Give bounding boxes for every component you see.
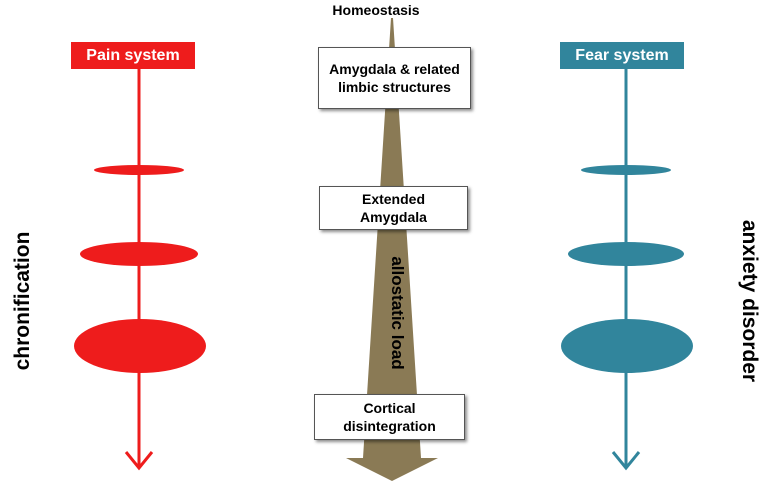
homeostasis-label: Homeostasis — [332, 2, 420, 18]
pain-ellipse-small — [94, 165, 184, 175]
stage-label-extended-amygdala: Extended Amygdala — [360, 191, 427, 225]
chronification-label: chronification — [11, 231, 34, 371]
allostatic-load-arrow — [346, 18, 438, 481]
fear-ellipse-small — [581, 165, 671, 175]
pain-system-axis — [74, 69, 206, 471]
stage-label-amygdala: Amygdala & related limbic structures — [329, 61, 460, 95]
allostatic-load-label: allostatic load — [388, 256, 407, 370]
pain-system-label: Pain system — [71, 42, 195, 69]
stage-box-cortical-disintegration: Cortical disintegration — [314, 394, 465, 440]
fear-system-label: Fear system — [560, 42, 684, 69]
stage-label-cortical-disintegration: Cortical disintegration — [343, 400, 436, 434]
fear-ellipse-large — [561, 319, 693, 373]
fear-ellipse-medium — [568, 242, 684, 266]
pain-ellipse-medium — [80, 242, 198, 266]
stage-box-extended-amygdala: Extended Amygdala — [319, 186, 468, 230]
fear-arrowhead — [611, 451, 641, 471]
stage-box-amygdala: Amygdala & related limbic structures — [318, 47, 471, 109]
fear-system-axis — [561, 69, 693, 471]
anxiety-disorder-label: anxiety disorder — [738, 219, 761, 383]
pain-arrowhead — [124, 451, 154, 471]
pain-ellipse-large — [74, 319, 206, 373]
